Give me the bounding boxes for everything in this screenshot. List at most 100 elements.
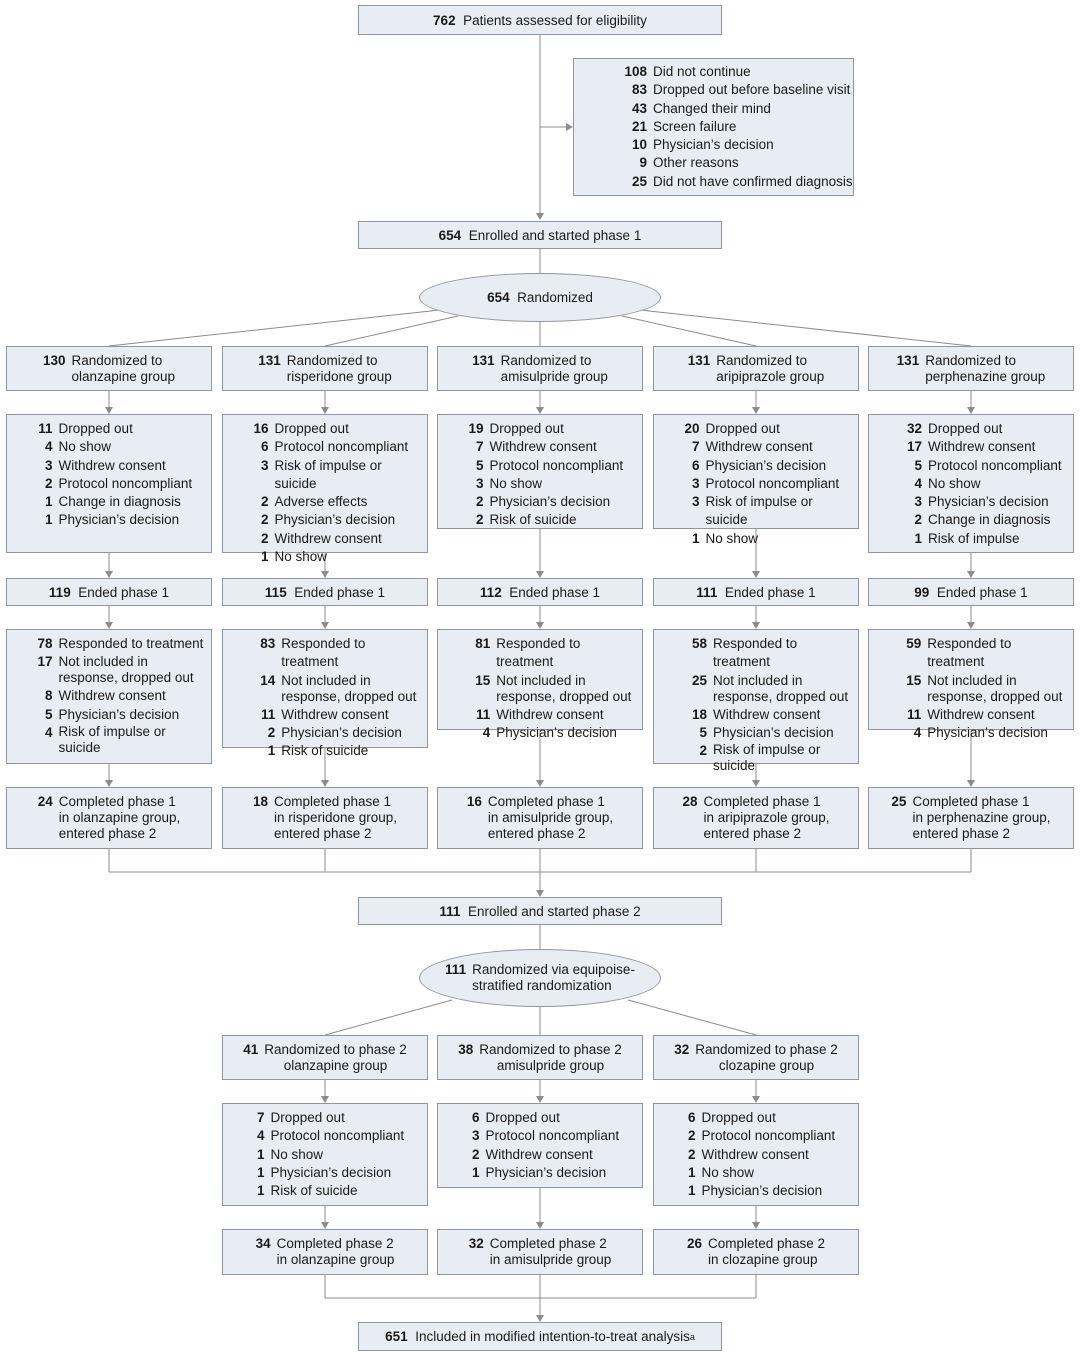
- dropout-count: 7: [692, 439, 700, 455]
- response-count: 59: [906, 636, 922, 651]
- dropout-count: 3: [476, 475, 484, 491]
- exclusion-reason: Physician’s decision: [653, 137, 774, 153]
- dropout-count: 4: [257, 1128, 265, 1144]
- dropout-reason: No show: [58, 439, 112, 455]
- phase1-completed-line1: Completed phase 1: [703, 794, 821, 809]
- dropout-count: 3: [472, 1128, 480, 1144]
- dropout-reason: Withdrew consent: [701, 1146, 809, 1162]
- arrowhead: [105, 622, 113, 629]
- dropout-reason: Protocol noncompliant: [928, 457, 1062, 473]
- dropout-reason: Dropped out: [270, 1110, 345, 1125]
- dropout-reason: Change in diagnosis: [58, 494, 181, 510]
- assessed-count: 762: [433, 12, 456, 28]
- arrowhead: [967, 571, 975, 578]
- dropout-reason: Risk of impulse: [928, 530, 1020, 546]
- arrowhead: [752, 1096, 760, 1103]
- dropout-reason: Dropped out: [705, 421, 780, 436]
- arrowhead: [321, 407, 329, 414]
- final-analysis-box: 651 Included in modified intention-to-tr…: [358, 1322, 722, 1351]
- phase1-ended-label: Ended phase 1: [78, 584, 170, 600]
- dropout-count: 2: [261, 512, 269, 528]
- arrowhead: [967, 407, 975, 414]
- exclusion-reason: Other reasons: [653, 155, 739, 171]
- randomized-phase2-line2: stratified randomization: [472, 978, 612, 993]
- dropout-count: 3: [261, 457, 269, 473]
- response-item: Responded to treatment: [496, 636, 581, 670]
- dropout-reason: Physician’s decision: [489, 494, 611, 510]
- phase1-completed-line1: Completed phase 1: [273, 794, 392, 809]
- response-item: Responded to treatment: [281, 636, 366, 670]
- phase1-randomized-line2: olanzapine group: [71, 368, 176, 384]
- randomized-phase2-count: 111: [445, 962, 467, 977]
- dropout-count: 11: [38, 421, 53, 436]
- dropout-count: 2: [261, 494, 269, 510]
- dropout-reason: Change in diagnosis: [928, 512, 1051, 528]
- dropout-count: 2: [688, 1146, 696, 1162]
- dropout-count: 5: [914, 457, 923, 473]
- phase2-randomized-line2: clozapine group: [718, 1057, 815, 1073]
- dropout-reason: Physician’s decision: [705, 457, 827, 473]
- phase1-completed-line2: in perphenazine group,: [912, 810, 1051, 825]
- dropout-reason: Dropped out: [489, 421, 564, 436]
- arrowhead: [321, 780, 329, 787]
- dropout-count: 5: [476, 457, 484, 473]
- randomized-phase2-line1: Randomized via equipoise-: [472, 962, 635, 977]
- dropout-count: 1: [688, 1183, 696, 1199]
- response-count: 18: [692, 706, 708, 722]
- response-count: 8: [45, 688, 53, 704]
- response-item: Responded to treatment: [713, 636, 798, 670]
- arrowhead: [752, 622, 760, 629]
- response-item: Risk of impulse or suicide: [58, 723, 166, 755]
- response-count: 4: [913, 724, 922, 740]
- dropout-count: 20: [684, 421, 700, 436]
- exclusion-reason: Screen failure: [653, 118, 737, 134]
- response-count: 4: [482, 724, 491, 740]
- phase1-ended-box: 111 Ended phase 1: [653, 578, 859, 606]
- dropout-count: 4: [914, 475, 923, 491]
- phase2-randomized-line2: amisulpride group: [496, 1057, 605, 1073]
- arrowhead: [321, 1222, 329, 1229]
- response-item: Risk of impulse or suicide: [713, 742, 821, 774]
- dropout-reason: Protocol noncompliant: [705, 475, 840, 491]
- dropout-reason: No show: [705, 530, 759, 546]
- phase1-completed-count: 25: [891, 794, 907, 809]
- fan-line: [108, 309, 441, 347]
- phase1-completed-line3: entered phase 2: [703, 826, 802, 841]
- response-count: 15: [475, 672, 491, 688]
- arrowhead: [536, 1315, 544, 1322]
- response-count: 4: [45, 724, 53, 740]
- dropout-reason: Withdrew consent: [705, 439, 813, 455]
- fan-line: [621, 315, 757, 347]
- dropout-reason: Physician’s decision: [58, 512, 180, 528]
- phase1-completed-count: 18: [252, 794, 268, 809]
- phase2-randomized-count: 32: [674, 1041, 690, 1057]
- exclusion-count: 9: [639, 155, 648, 171]
- phase1-completed-line1: Completed phase 1: [912, 794, 1030, 809]
- response-count: 1: [267, 743, 276, 759]
- dropout-reason: Protocol noncompliant: [58, 475, 193, 491]
- dropout-count: 2: [45, 475, 53, 491]
- dropout-reason: Protocol noncompliant: [485, 1128, 620, 1144]
- arrowhead: [566, 123, 573, 131]
- dropout-reason: Risk of impulse or suicide: [705, 494, 813, 528]
- exclusion-count: 21: [632, 118, 648, 134]
